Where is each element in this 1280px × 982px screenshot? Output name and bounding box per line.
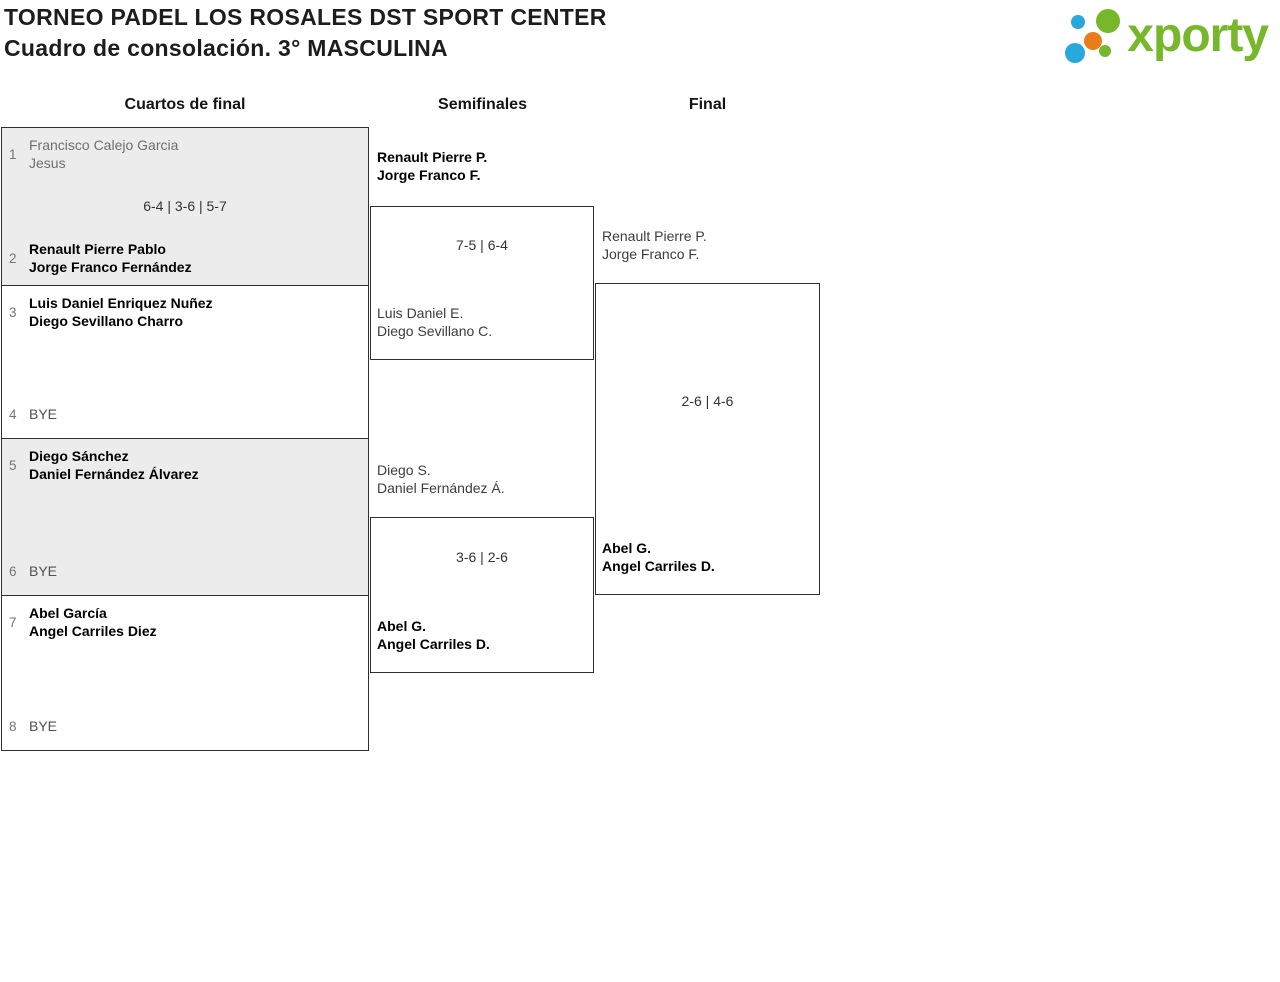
sf1-team-bottom: Luis Daniel E. Diego Sevillano C.	[377, 305, 493, 339]
xporty-logo-text: xporty	[1127, 9, 1269, 62]
qf4-team-top: 7 Abel García Angel Carriles Diez	[9, 605, 157, 639]
round-header-final: Final	[688, 96, 727, 113]
qf2-team-top: 3 Luis Daniel Enriquez Nuñez Diego Sevil…	[9, 295, 213, 329]
match-score: 2-6 | 4-6	[681, 393, 734, 409]
qf4-team-bottom: 8 BYE	[9, 718, 58, 734]
qf3-team-bottom: 6 BYE	[9, 563, 58, 579]
final-team-bottom: Abel G. Angel Carriles D.	[602, 540, 715, 574]
match-score: 3-6 | 2-6	[456, 549, 508, 565]
page-subtitle: Cuadro de consolación. 3° MASCULINA	[4, 35, 448, 61]
sf1-team-top: Renault Pierre P. Jorge Franco F.	[377, 149, 488, 183]
seed-number: 8	[9, 718, 17, 734]
seed-number: 2	[9, 250, 17, 266]
sf2-team-top: Diego S. Daniel Fernández Á.	[377, 462, 505, 496]
seed-number: 3	[9, 304, 17, 320]
match-quarterfinal-1[interactable]: 1 Francisco Calejo Garcia Jesus 2 Renaul…	[1, 127, 369, 286]
round-header-semifinals: Semifinales	[438, 96, 527, 113]
qf3-team-top: 5 Diego Sánchez Daniel Fernández Álvarez	[9, 448, 199, 482]
xporty-logo[interactable]: xporty	[1063, 6, 1269, 66]
qf2-team-bottom: 4 BYE	[9, 406, 58, 422]
xporty-logo-icon	[1065, 9, 1121, 63]
seed-number: 6	[9, 563, 17, 579]
match-semifinal-2[interactable]	[370, 517, 594, 673]
qf1-team-top: 1 Francisco Calejo Garcia Jesus	[9, 137, 179, 171]
final-team-top: Renault Pierre P. Jorge Franco F.	[602, 228, 707, 262]
match-quarterfinal-3[interactable]: 5 Diego Sánchez Daniel Fernández Álvarez…	[1, 438, 369, 596]
match-quarterfinal-4[interactable]: 7 Abel García Angel Carriles Diez 8 BYE	[1, 595, 369, 751]
round-header-quarterfinals: Cuartos de final	[124, 96, 246, 113]
match-final[interactable]	[595, 283, 820, 595]
seed-number: 5	[9, 457, 17, 473]
match-semifinal-1[interactable]	[370, 206, 594, 360]
sf2-team-bottom: Abel G. Angel Carriles D.	[377, 618, 490, 652]
seed-number: 7	[9, 614, 17, 630]
seed-number: 1	[9, 146, 17, 162]
page-title: TORNEO PADEL LOS ROSALES DST SPORT CENTE…	[4, 4, 607, 30]
match-quarterfinal-2[interactable]: 3 Luis Daniel Enriquez Nuñez Diego Sevil…	[1, 285, 369, 439]
match-score: 7-5 | 6-4	[456, 237, 508, 253]
seed-number: 4	[9, 406, 17, 422]
qf1-team-bottom: 2 Renault Pierre Pablo Jorge Franco Fern…	[9, 241, 192, 275]
match-score: 6-4 | 3-6 | 5-7	[143, 198, 227, 214]
